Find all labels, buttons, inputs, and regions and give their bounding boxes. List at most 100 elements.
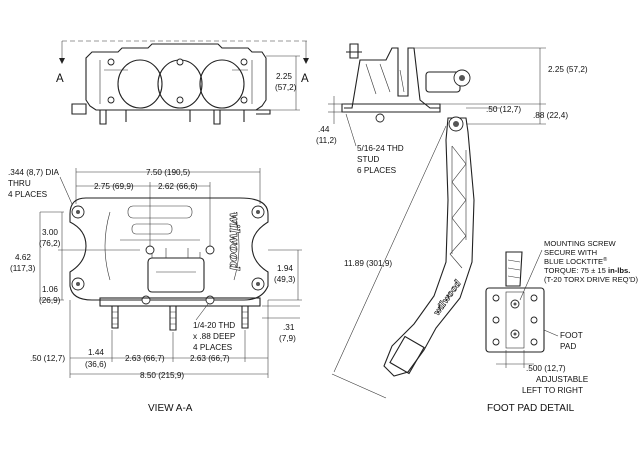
dim-194-mm: (49,3) <box>274 275 296 284</box>
adj-line1: .500 (12,7) <box>526 364 566 373</box>
pad-dot <box>530 338 538 346</box>
pad-dot <box>530 294 538 302</box>
reservoir-fitting-center <box>459 75 465 81</box>
caption-view-a: VIEW A-A <box>148 403 193 414</box>
front-plate-outline <box>69 197 269 301</box>
foot-pad-detail: MOUNTING SCREW SECURE WITH BLUE LOCKTITE… <box>485 239 638 414</box>
dim-106-mm: (26,9) <box>39 296 61 305</box>
plate-slot <box>131 223 173 235</box>
section-mark-left: A <box>56 73 64 85</box>
stud-threads <box>112 311 248 325</box>
dim-side-225: 2.25 (57,2) <box>548 65 588 74</box>
side-base <box>341 103 441 113</box>
pad-label-line1: FOOT <box>560 331 583 340</box>
side-stud <box>346 43 362 59</box>
leader-line <box>543 329 559 337</box>
hub-detail <box>151 248 201 273</box>
dim-overall-top: 7.50 (190,5) <box>146 168 190 177</box>
bolt-hole <box>141 295 151 305</box>
hole-note-line1: .344 (8,7) DIA <box>8 168 60 177</box>
mounting-screw-center <box>513 332 517 336</box>
note-line2: SECURE WITH <box>544 248 597 257</box>
bolt-hole <box>205 245 215 255</box>
hole-note-line3: 4 PLACES <box>8 190 48 199</box>
dim-bot-263a: 2.63 (66,7) <box>125 354 165 363</box>
note-line1: MOUNTING SCREW <box>544 239 617 248</box>
top-mounting-tabs <box>71 103 271 125</box>
pedal-truss <box>449 145 467 269</box>
bolt-hole <box>107 96 115 104</box>
top-boss-right <box>199 59 245 109</box>
top-bracket-outline <box>85 43 267 111</box>
top-detail <box>99 60 253 104</box>
mounting-screw-center <box>513 302 517 306</box>
dim-inner-mid: 2.62 (66,6) <box>158 182 198 191</box>
caption-foot-pad-detail: FOOT PAD DETAIL <box>487 403 575 414</box>
side-bracket <box>344 47 440 109</box>
bolt-hole <box>240 96 248 104</box>
pad-dot <box>492 316 500 324</box>
base-flange <box>99 297 261 307</box>
top-view: A A 2.25 (57,2) <box>56 40 309 125</box>
leader-line <box>345 113 357 147</box>
front-view: .344 (8,7) DIA THRU 4 PLACES 7.50 (190,5… <box>8 168 302 414</box>
bolt-hole <box>176 58 184 66</box>
pedal-arm-outline <box>383 117 475 377</box>
dim-side-44-mm: (11,2) <box>316 136 337 145</box>
dim-300-mm: (76,2) <box>39 239 61 248</box>
note-line4: TORQUE: 75 ± 15 in-lbs. <box>544 266 630 275</box>
stud-note-line3: 6 PLACES <box>357 166 397 175</box>
dim-side-44: .44 <box>318 125 330 134</box>
dim-300: 3.00 <box>42 228 58 237</box>
hole-note-line2: THRU <box>8 179 31 188</box>
stud-hole <box>375 113 385 123</box>
bolt-hole <box>205 295 215 305</box>
pad-dot <box>530 316 538 324</box>
pad-dot <box>492 338 500 346</box>
mount-hole-center <box>76 282 80 286</box>
stud-note-line2: STUD <box>357 155 379 164</box>
side-view: wilwood 2.25 (57,2) .50 (12,7) .88 (22,4… <box>316 43 588 399</box>
dim-overall-bottom: 8.50 (215,9) <box>140 371 184 380</box>
plate-ribs <box>104 211 240 281</box>
pad-arm <box>505 251 523 287</box>
leader-line <box>59 176 73 205</box>
dim-side-88: .88 (22,4) <box>533 111 568 120</box>
dim-inner-left: 2.75 (69,9) <box>94 182 134 191</box>
pad-label-line2: PAD <box>560 342 576 351</box>
bolt-hole <box>176 96 184 104</box>
note-line5: (T-20 TORX DRIVE REQ'D) <box>544 275 638 284</box>
mount-hole-center <box>76 210 80 214</box>
bolt-hole <box>240 58 248 66</box>
pad-arm-hatch <box>507 259 521 279</box>
dim-top-height: 2.25 <box>276 72 292 81</box>
foot-pad <box>485 287 545 353</box>
dim-bot-144: 1.44 <box>88 348 104 357</box>
dim-top-height-mm: (57,2) <box>275 83 297 92</box>
adj-line2: ADJUSTABLE <box>536 375 589 384</box>
dim-side-50: .50 (12,7) <box>486 105 521 114</box>
arrow-head <box>303 58 309 64</box>
dim-194: 1.94 <box>277 264 293 273</box>
bolt-hole <box>145 245 155 255</box>
pad-dot <box>492 294 500 302</box>
dim-462-mm: (117,3) <box>10 264 36 273</box>
section-mark-right: A <box>301 73 309 85</box>
dim-bot-144-mm: (36,6) <box>85 360 107 369</box>
dim-bot-263b: 2.63 (66,7) <box>190 354 230 363</box>
side-ribs <box>365 63 405 95</box>
plate-slot <box>127 205 193 219</box>
thd-note-line2: x .88 DEEP <box>193 332 236 341</box>
dim-line <box>333 125 447 373</box>
bolt-hole <box>107 58 115 66</box>
dim-31: .31 <box>283 323 295 332</box>
thd-note-line3: 4 PLACES <box>193 343 233 352</box>
note-line3: BLUE LOCKTITE® <box>544 256 607 266</box>
foot-pad-side <box>389 335 425 375</box>
pad-slot <box>505 291 525 349</box>
adj-line3: LEFT TO RIGHT <box>522 386 583 395</box>
dim-side-length: 11.89 (301,9) <box>344 259 392 268</box>
pedal-hub <box>147 257 205 293</box>
dim-462: 4.62 <box>15 253 31 262</box>
